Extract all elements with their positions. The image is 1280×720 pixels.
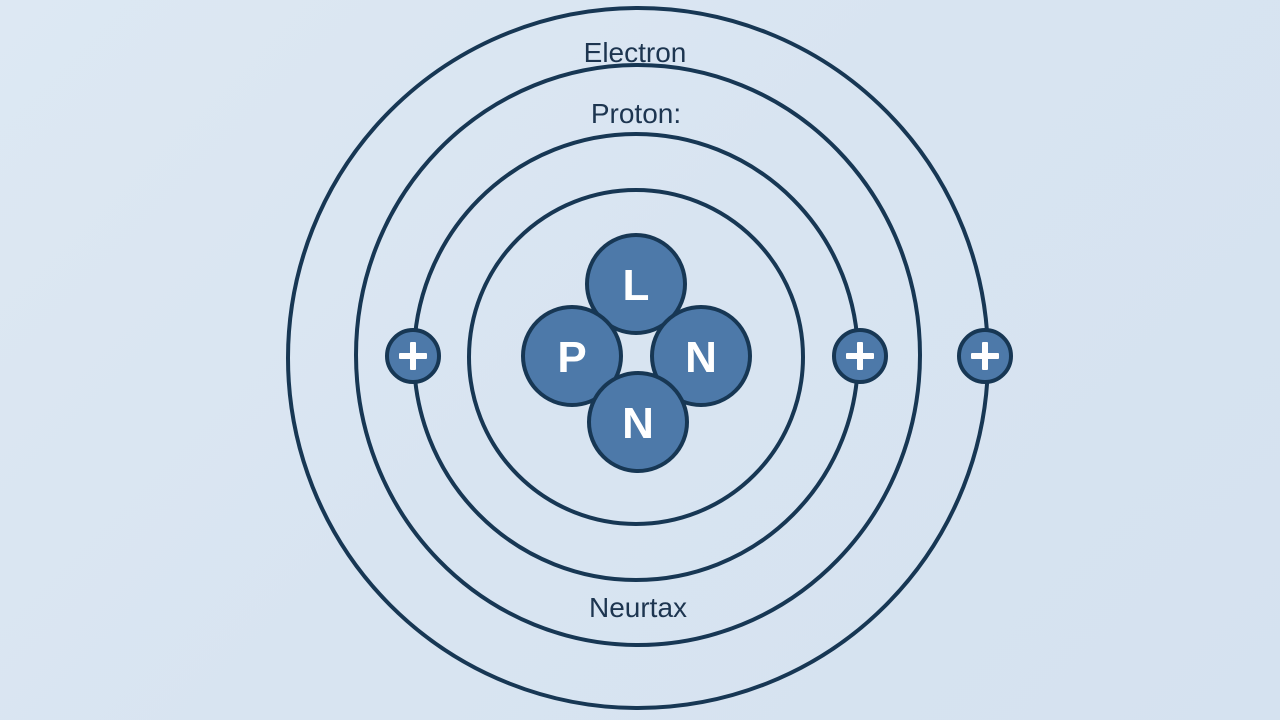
proton-label: Proton:: [591, 98, 681, 129]
nucleon-top: [585, 233, 687, 335]
nucleon-top-letter: L: [623, 261, 650, 310]
inner-orbit: [467, 188, 805, 526]
nucleon-bottom-letter: N: [622, 399, 654, 448]
nucleus: L P N N: [521, 233, 752, 473]
third-orbit: [412, 132, 860, 582]
nucleon-right: [650, 305, 752, 407]
neutron-label: Neurtax: [589, 592, 687, 623]
charge-outer-right: [957, 328, 1013, 384]
charge-left: [385, 328, 441, 384]
nucleon-left-letter: P: [557, 333, 586, 382]
nucleon-bottom: [587, 371, 689, 473]
electron-label: Electron: [584, 37, 687, 68]
second-orbit: [354, 63, 922, 647]
nucleon-right-letter: N: [685, 333, 717, 382]
charge-middle-right: [832, 328, 888, 384]
nucleon-left: [521, 305, 623, 407]
